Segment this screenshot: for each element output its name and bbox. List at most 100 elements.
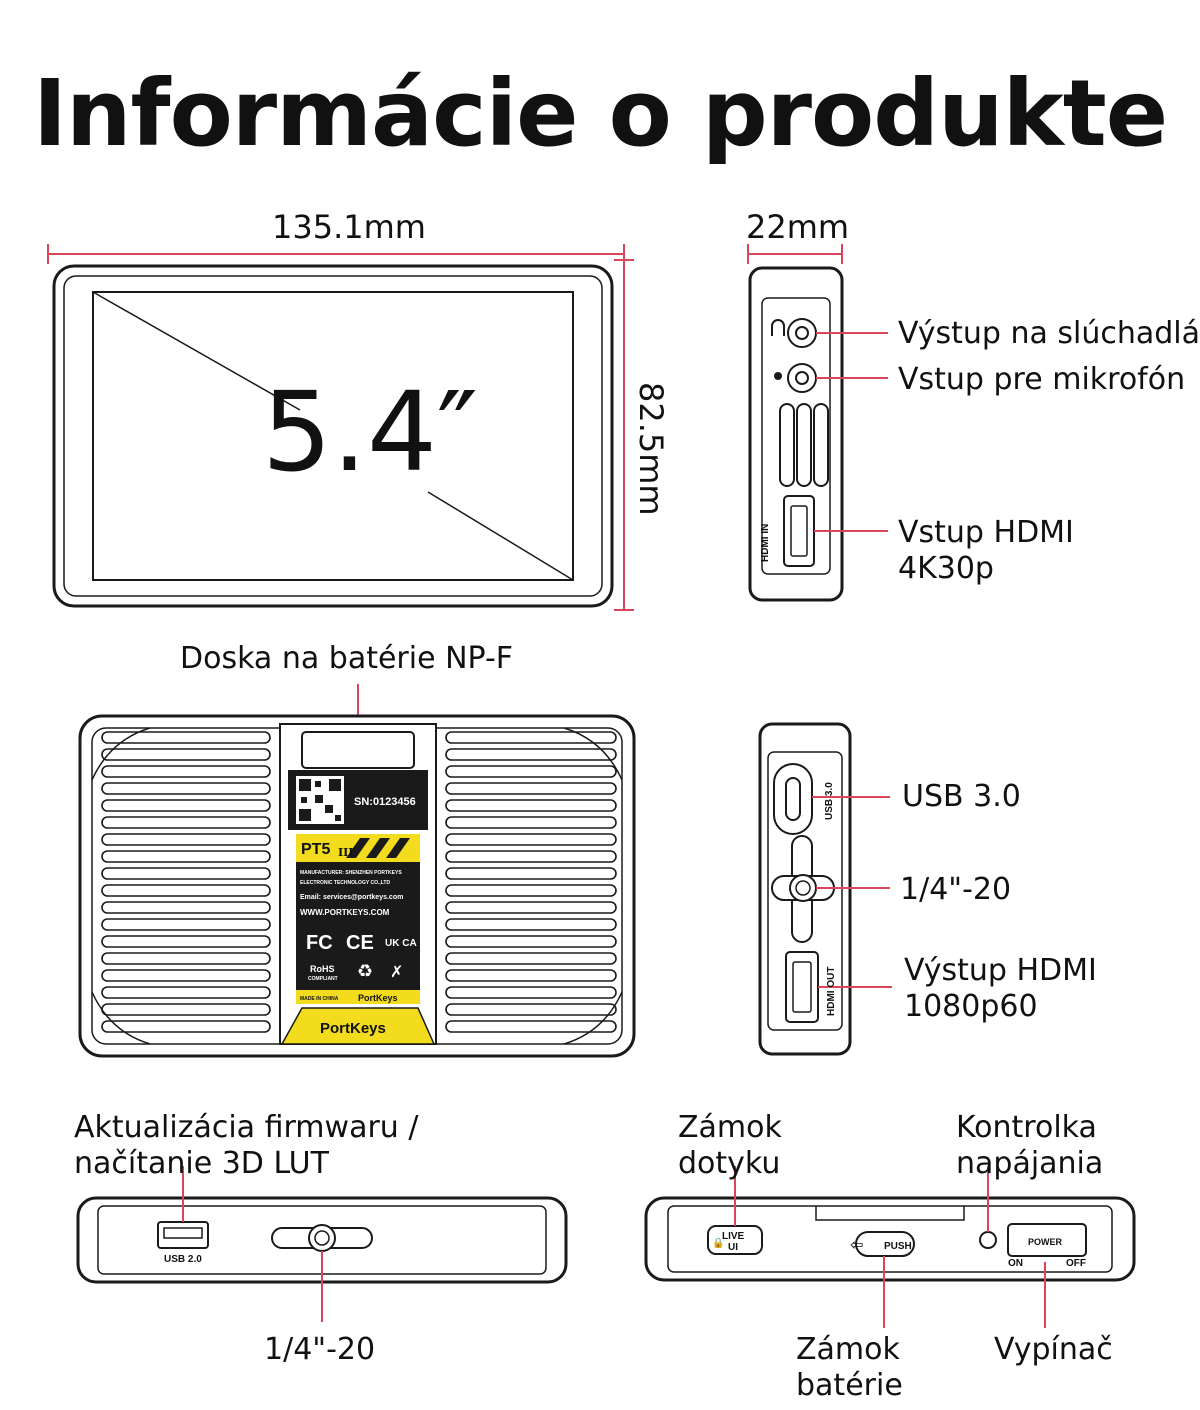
vent-slot xyxy=(445,1003,617,1016)
vent-slot xyxy=(101,850,271,863)
vent-slot xyxy=(101,901,271,914)
ukca-icon: UK CA xyxy=(385,938,417,949)
power-switch-label: Vypínač xyxy=(994,1332,1113,1367)
left-side-view xyxy=(758,722,892,1056)
hdmi-in-label-line1: Vstup HDMI xyxy=(898,515,1074,550)
vent-slot xyxy=(445,952,617,965)
vent-slot xyxy=(445,782,617,795)
recycle-icon: ♻ xyxy=(357,961,373,982)
manufacturer-line1: MANUFACTURER: SHENZHEN PORTKEYS xyxy=(300,870,402,876)
microphone-icon xyxy=(774,372,782,380)
on-label: ON xyxy=(1008,1258,1023,1269)
push-label: PUSH xyxy=(884,1241,912,1252)
serial-number: SN:0123456 xyxy=(354,796,416,808)
vent-slot xyxy=(445,901,617,914)
vent-slot xyxy=(445,969,617,982)
vent-slot xyxy=(101,765,271,778)
power-switch xyxy=(1007,1223,1087,1257)
brand-logo: PortKeys xyxy=(320,1020,386,1037)
mic-jack xyxy=(787,363,817,393)
battery-lock-label-line1: Zámok xyxy=(796,1332,900,1367)
vent-slot xyxy=(445,833,617,846)
model-suffix: III xyxy=(338,846,353,859)
vent-slot xyxy=(445,918,617,931)
power-label: POWER xyxy=(1028,1237,1063,1247)
vent-slot xyxy=(101,867,271,880)
screen-size-label: 5.4″ xyxy=(262,368,478,496)
width-dimension-label: 135.1mm xyxy=(272,208,426,246)
touch-lock-label-line2: dotyku xyxy=(678,1146,781,1181)
vent-slot xyxy=(101,816,271,829)
back-view xyxy=(78,684,636,1058)
top-view xyxy=(644,1166,1136,1328)
depth-dimension-label: 22mm xyxy=(746,208,850,246)
headphone-jack xyxy=(787,318,817,348)
vent-slot xyxy=(101,935,271,948)
bottom-view xyxy=(76,1166,568,1322)
ui-label: UI xyxy=(728,1242,738,1253)
hdmi-out-label-line2: 1080p60 xyxy=(904,989,1038,1024)
vent-slot xyxy=(101,1020,271,1033)
mic-in-label: Vstup pre mikrofón xyxy=(898,362,1186,397)
firmware-label-line2: načítanie 3D LUT xyxy=(74,1146,329,1181)
touch-lock-label-line1: Zámok xyxy=(678,1110,782,1145)
live-label: LIVE xyxy=(722,1231,745,1242)
bottom-mount-label: 1/4"-20 xyxy=(264,1332,376,1367)
model-name: PT5 xyxy=(301,841,330,858)
vent-slot xyxy=(101,918,271,931)
firmware-label-line1: Aktualizácia firmwaru / xyxy=(74,1110,419,1145)
arrow-left-icon: ⇦ xyxy=(850,1235,863,1254)
off-label: OFF xyxy=(1066,1258,1086,1269)
weee-bin-icon: ✗ xyxy=(390,962,403,981)
rohs-compliant: COMPLIANT xyxy=(308,976,338,982)
left-mount-label: 1/4"-20 xyxy=(900,872,1012,907)
bottom-mount-hole xyxy=(308,1224,336,1252)
usb2-port-label: USB 2.0 xyxy=(164,1254,202,1265)
headphone-out-label: Výstup na slúchadlá xyxy=(898,316,1200,351)
usb3-port-label: USB 3.0 xyxy=(824,782,835,820)
website: WWW.PORTKEYS.COM xyxy=(300,908,390,917)
vent-slot xyxy=(101,748,271,761)
fcc-icon: FC xyxy=(306,932,333,954)
right-side-view xyxy=(747,244,888,602)
vent-slot xyxy=(101,884,271,897)
vent-slot xyxy=(101,782,271,795)
vent-slot xyxy=(445,986,617,999)
hdmi-in-port-label: HDMI IN xyxy=(760,524,771,562)
made-in: MADE IN CHINA xyxy=(300,996,339,1002)
power-led-label-line1: Kontrolka xyxy=(956,1110,1097,1145)
power-led xyxy=(979,1231,997,1249)
height-dimension-label: 82.5mm xyxy=(632,382,670,516)
vent-slot xyxy=(445,1020,617,1033)
usb3-port xyxy=(773,763,813,835)
page-title: Informácie o produkte xyxy=(32,60,1168,167)
vent-slot xyxy=(445,816,617,829)
vent-slot xyxy=(445,850,617,863)
vent-slot xyxy=(101,1003,271,1016)
vent-slot xyxy=(445,935,617,948)
vent-slot xyxy=(101,833,271,846)
vent-slot xyxy=(445,765,617,778)
vent-slot xyxy=(101,799,271,812)
left-vents xyxy=(101,731,271,1033)
qr-code-icon xyxy=(299,779,341,821)
usb2-port xyxy=(157,1221,209,1249)
manufacturer-line2: ELECTRONIC TECHNOLOGY CO.,LTD xyxy=(300,880,390,886)
usb3-label: USB 3.0 xyxy=(902,779,1021,814)
hdmi-out-label-line1: Výstup HDMI xyxy=(904,953,1097,988)
vent-slot xyxy=(101,986,271,999)
ce-icon: CE xyxy=(346,932,374,954)
hdmi-in-label-line2: 4K30p xyxy=(898,551,994,586)
battery-plate-label: Doska na batérie NP-F xyxy=(180,641,514,676)
rohs-icon: RoHS xyxy=(310,964,335,974)
vent-slot xyxy=(101,952,271,965)
vent-slot xyxy=(445,731,617,744)
brand-small: PortKeys xyxy=(358,993,398,1003)
vent-slot xyxy=(445,799,617,812)
vent-slot xyxy=(445,748,617,761)
hdmi-out-port-label: HDMI OUT xyxy=(826,967,837,1016)
lock-icon: 🔒 xyxy=(712,1237,724,1249)
right-vents xyxy=(445,731,617,1033)
mount-hole xyxy=(789,874,817,902)
